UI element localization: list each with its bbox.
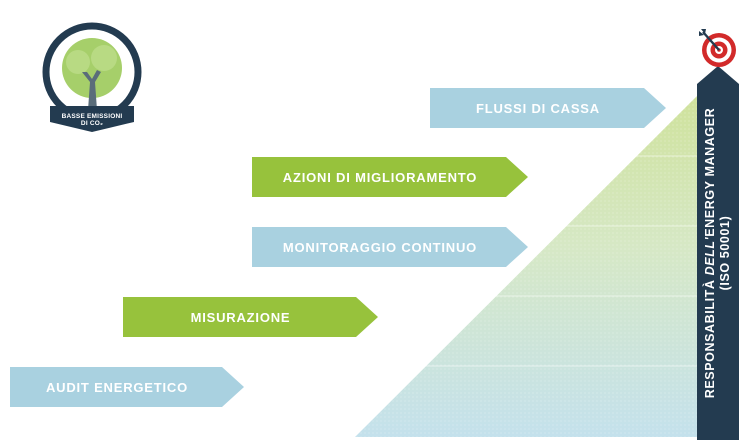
step-misurazione: MISURAZIONE [123, 297, 378, 337]
step-label: FLUSSI DI CASSA [476, 100, 600, 116]
step-label: AZIONI DI MIGLIORAMENTO [282, 169, 478, 185]
logo-caption: BASSE EMISSIONI DI CO₂ [52, 113, 132, 127]
logo-line-1: BASSE EMISSIONI [61, 113, 123, 120]
step-label: MONITORAGGIO CONTINUO [282, 239, 478, 255]
low-emissions-logo [42, 22, 142, 132]
responsibility-line-1: RESPONSABILITÀ DELL'ENERGY MANAGER [703, 107, 717, 399]
target-icon [699, 29, 736, 67]
step-label: MISURAZIONE [190, 309, 291, 325]
step-audit-energetico: AUDIT ENERGETICO [10, 367, 244, 407]
responsibility-label: RESPONSABILITÀ DELL'ENERGY MANAGER (ISO … [703, 93, 733, 413]
responsibility-bar [697, 66, 739, 440]
responsibility-line-2: (ISO 50001) [718, 215, 732, 291]
step-monitoraggio-continuo: MONITORAGGIO CONTINUO [252, 227, 528, 267]
step-flussi-di-cassa: FLUSSI DI CASSA [430, 88, 666, 128]
step-label: AUDIT ENERGETICO [45, 379, 189, 395]
step-azioni-di-miglioramento: AZIONI DI MIGLIORAMENTO [252, 157, 528, 197]
logo-line-2: DI CO₂ [80, 120, 104, 127]
